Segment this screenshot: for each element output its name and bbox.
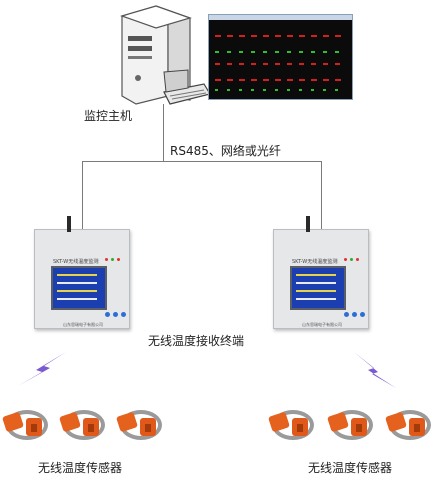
receiver-device-right: SKT-W无线温度监测器 山东思瑞电子有限公司 [273,216,369,329]
temperature-sensor-icon [326,404,377,448]
temperature-sensor-icon [115,404,166,448]
device-maker-text: 山东思瑞电子有限公司 [302,322,342,327]
link-label: RS485、网络或光纤 [170,144,281,158]
receiver-label: 无线温度接收终端 [148,334,245,348]
device-lcd [290,266,346,310]
left-drop-line [82,161,83,229]
sensors-right-label: 无线温度传感器 [308,461,393,475]
device-panel-title: SKT-W无线温度监测器 [292,259,338,265]
monitoring-screen [208,14,353,100]
right-drop-line [321,161,322,229]
wireless-signal-icon-left [18,352,66,386]
device-maker-text: 山东思瑞电子有限公司 [63,322,103,327]
temperature-sensor-icon [384,404,435,448]
host-connector-line [163,104,164,162]
temperature-sensor-icon [1,404,52,448]
device-panel-title: SKT-W无线温度监测器 [53,259,99,265]
temperature-sensor-icon [267,404,318,448]
bus-line [82,161,322,162]
computer-tower-icon [120,5,211,105]
wireless-signal-icon-right [354,352,396,388]
receiver-device-left: SKT-W无线温度监测器 山东思瑞电子有限公司 [34,216,130,329]
temperature-sensor-icon [58,404,109,448]
sensors-left-label: 无线温度传感器 [38,461,123,475]
host-label: 监控主机 [84,109,133,123]
device-lcd [51,266,107,310]
